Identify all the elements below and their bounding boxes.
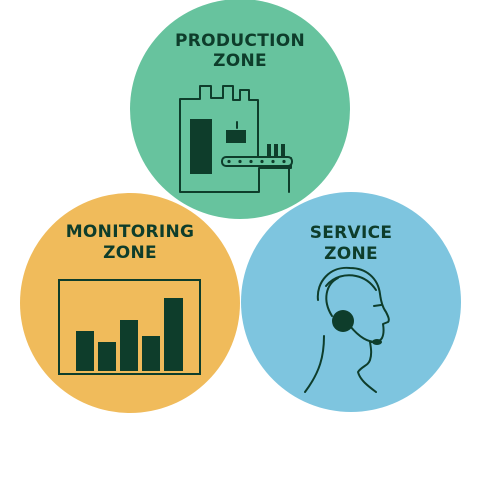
production-zone-circle bbox=[130, 0, 350, 219]
factory-conveyor-icon bbox=[179, 85, 293, 193]
conveyor-items bbox=[267, 144, 285, 156]
monitor-bar-4 bbox=[142, 336, 160, 371]
production-zone: PRODUCTION ZONE bbox=[130, 0, 350, 219]
monitor-bar-3 bbox=[120, 320, 138, 371]
production-zone-title-line2: ZONE bbox=[213, 51, 267, 71]
monitor-bar-1 bbox=[76, 331, 94, 371]
service-zone-title-line2: ZONE bbox=[324, 244, 378, 264]
service-zone-circle bbox=[241, 192, 461, 412]
monitoring-zone: MONITORING ZONE bbox=[20, 193, 240, 413]
bar-chart-monitor-icon bbox=[58, 279, 201, 375]
headset-mic-tip bbox=[372, 339, 382, 345]
monitor-frame bbox=[58, 279, 201, 375]
production-zone-title-line1: PRODUCTION bbox=[175, 31, 305, 51]
monitor-bar-2 bbox=[98, 342, 116, 371]
factory-tank bbox=[190, 119, 212, 174]
monitor-bar-5 bbox=[164, 298, 183, 371]
headset-earcup bbox=[332, 310, 354, 332]
service-zone-title-line1: SERVICE bbox=[310, 223, 393, 243]
service-zone: SERVICE ZONE bbox=[241, 192, 461, 412]
monitoring-zone-title-line1: MONITORING bbox=[66, 222, 195, 242]
monitoring-zone-circle bbox=[20, 193, 240, 413]
monitoring-zone-title-line2: ZONE bbox=[103, 243, 157, 263]
